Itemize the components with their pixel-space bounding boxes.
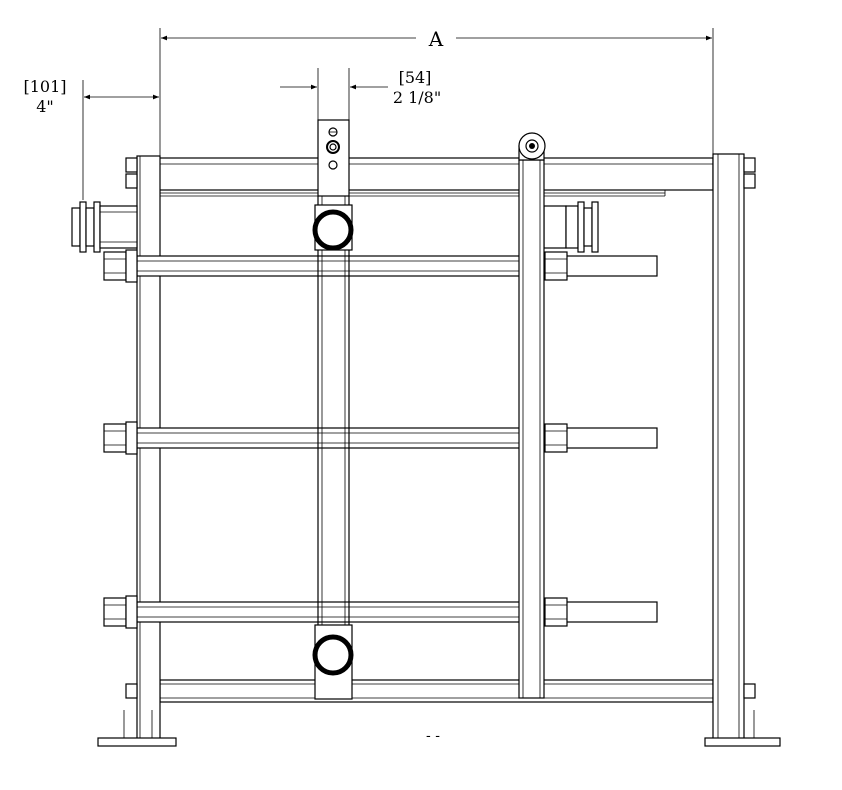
bottom-guide-bar [159,679,714,703]
bolt-head [743,173,756,189]
bolt-head [743,157,756,173]
note-mark: - - [426,728,440,744]
left-nozzle [71,201,138,253]
offset-metric-label: [101] [23,77,66,96]
bar-width-metric-label: [54] [399,68,432,87]
pressure-plate [518,132,546,699]
tie-bolts [103,249,658,629]
bar-width-imperial-label: 2 1/8" [393,88,441,107]
top-port-circle [312,209,354,251]
dimension-bar-width: [54] 2 1/8" [280,68,441,120]
top-guide-bar [157,157,714,197]
right-nozzle [543,201,599,253]
bolt-head [125,173,138,189]
tie-bolt-2 [103,421,658,455]
tie-bolt-3 [103,595,658,629]
top-hanger-bracket [317,119,350,197]
dimension-a-label: A [428,27,444,51]
tie-bolt-1 [103,249,658,283]
bottom-port-circle [312,634,354,676]
offset-imperial-label: 4" [36,97,54,116]
bolt-head [743,683,756,699]
support-column [704,153,781,747]
center-plate-bar [312,119,354,700]
bolt-head [125,683,138,699]
dimension-a: A [159,27,714,160]
bolt-head [125,157,138,173]
dimension-left-offset: [101] 4" [23,77,159,200]
